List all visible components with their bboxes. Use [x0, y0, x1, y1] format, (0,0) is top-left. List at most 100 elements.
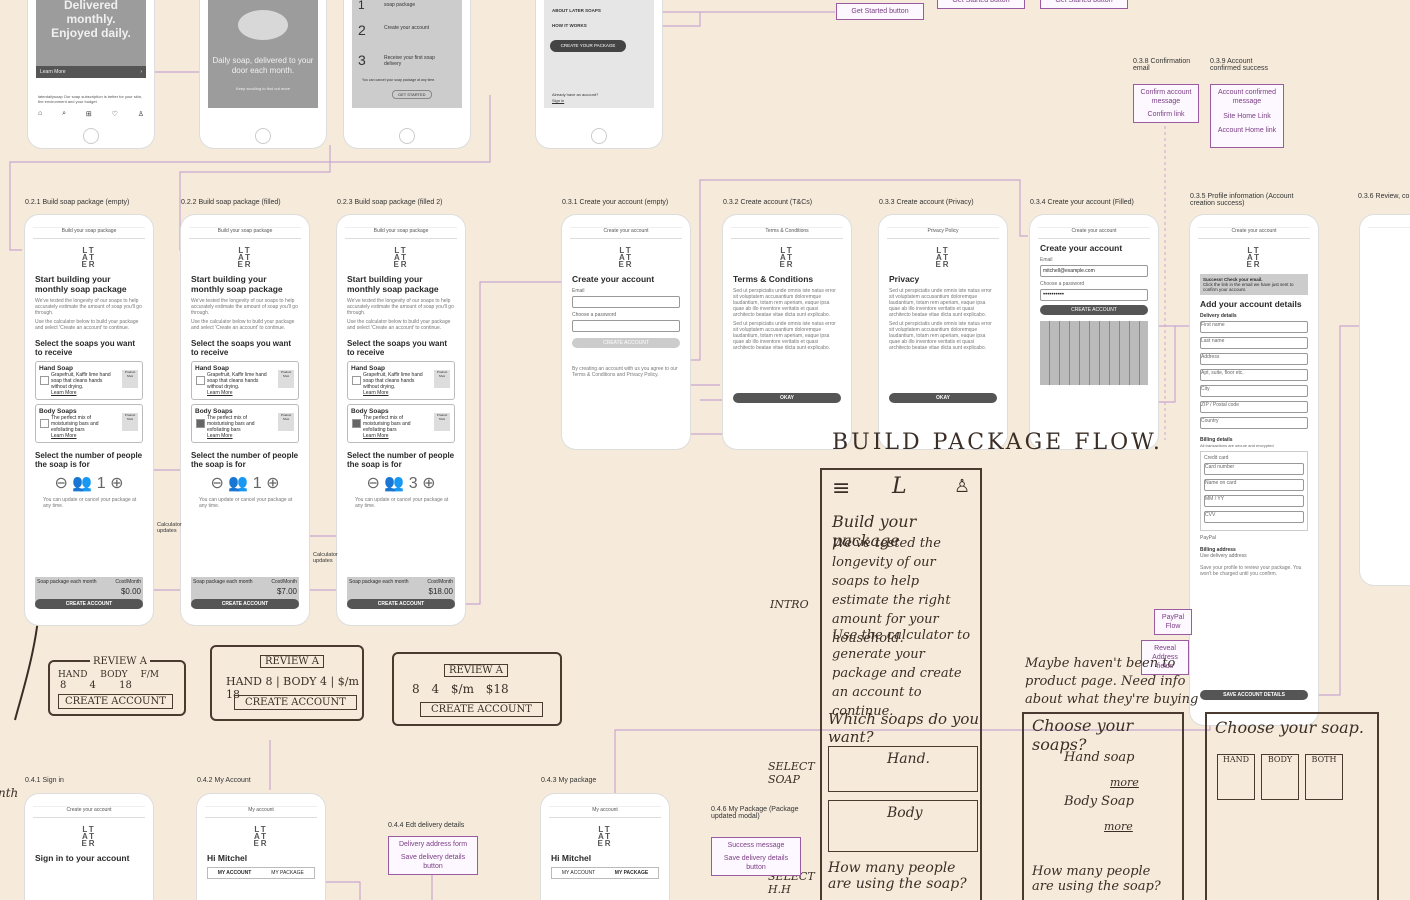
name-on-card-field[interactable]: Name on card: [1204, 479, 1304, 491]
checkbox[interactable]: [352, 376, 361, 385]
minus-icon[interactable]: ⊖: [366, 475, 380, 492]
sketch-options: HAND BODY BOTH: [1217, 754, 1343, 800]
checkbox[interactable]: [196, 376, 205, 385]
credit-card-radio[interactable]: Credit card: [1204, 455, 1229, 461]
city-field[interactable]: City: [1200, 385, 1308, 397]
use-delivery-checkbox[interactable]: Use delivery address: [1200, 553, 1247, 559]
address-field[interactable]: Address: [1200, 353, 1308, 365]
tab-my-package[interactable]: MY PACKAGE: [271, 870, 304, 876]
profile-icon[interactable]: ♙: [137, 111, 144, 118]
learn-more-bar[interactable]: Learn More›: [36, 66, 146, 78]
create-account-button[interactable]: CREATE ACCOUNT: [347, 599, 455, 609]
sketch-review1-line: HAND BODY F/M: [58, 670, 159, 680]
home-button[interactable]: [83, 128, 99, 144]
checkbox-checked[interactable]: [352, 419, 361, 428]
tab-my-account[interactable]: MY ACCOUNT: [561, 870, 596, 876]
sketch-review2-title: REVIEW A: [260, 655, 324, 668]
learn-more-link[interactable]: Learn More: [51, 433, 77, 439]
heart-icon[interactable]: ♡: [111, 111, 118, 118]
add-icon[interactable]: ⊞: [85, 111, 92, 118]
create-package-button[interactable]: CREATE YOUR PACKAGE: [550, 40, 626, 52]
label-022: 0.2.2 Build soap package (filled): [181, 199, 281, 206]
plus-icon[interactable]: ⊕: [422, 475, 436, 492]
label-043: 0.4.3 My package: [541, 777, 597, 784]
tab-my-package[interactable]: MY PACKAGE: [614, 870, 649, 876]
password-field[interactable]: [572, 320, 680, 332]
people-counter[interactable]: ⊖ 👥 1 ⊕: [54, 475, 124, 492]
minus-icon[interactable]: ⊖: [210, 475, 224, 492]
step-2: 2: [358, 22, 366, 38]
people-counter[interactable]: ⊖ 👥 3 ⊕: [366, 475, 436, 492]
learn-more-link[interactable]: Learn More: [51, 390, 77, 396]
plus-icon[interactable]: ⊕: [110, 475, 124, 492]
terms-text[interactable]: By creating an account with us you agree…: [572, 366, 678, 378]
menu-how[interactable]: HOW IT WORKS: [552, 23, 587, 28]
checkbox[interactable]: [40, 376, 49, 385]
minus-icon[interactable]: ⊖: [54, 475, 68, 492]
email-field[interactable]: [572, 296, 680, 308]
product-image: Product Shot: [278, 413, 294, 431]
card-desc: Grapefruit, Kaffir lime hand soap that c…: [51, 372, 111, 390]
summary-cost-label: Cost/Month: [271, 579, 297, 585]
country-select[interactable]: Country: [1200, 417, 1308, 429]
email-field[interactable]: mitchell@example.com: [1040, 265, 1148, 277]
cvv-field[interactable]: CVV: [1204, 511, 1304, 523]
card-number-field[interactable]: Card number: [1204, 463, 1304, 475]
expiry-field[interactable]: MM / YY: [1204, 495, 1304, 507]
apt-field[interactable]: Apt, suite, floor etc.: [1200, 369, 1308, 381]
tab-my-account[interactable]: MY ACCOUNT: [217, 870, 252, 876]
get-started-button[interactable]: GET STARTED: [392, 90, 432, 99]
learn-more-link[interactable]: Learn More: [363, 390, 389, 396]
section-title: Select the soaps you want to receive: [347, 339, 448, 357]
search-icon[interactable]: ⌕: [62, 110, 66, 117]
first-name-field[interactable]: First name: [1200, 321, 1308, 333]
label-035: 0.3.5 Profile information (Account creat…: [1190, 193, 1294, 207]
sketch-menu-icon: ≡: [832, 476, 851, 501]
menu-about[interactable]: ABOUT LATER SOAPS: [552, 8, 601, 13]
learn-more-link[interactable]: Learn More: [207, 433, 233, 439]
sketch-review2-cta: CREATE ACCOUNT: [234, 695, 357, 710]
signin-link[interactable]: Sign in: [552, 98, 565, 103]
label-042: 0.4.2 My Account: [197, 777, 251, 784]
step-1-label: soap package: [384, 2, 416, 8]
password-field[interactable]: ••••••••••: [1040, 289, 1148, 301]
home-button[interactable]: [591, 128, 607, 144]
home-button[interactable]: [255, 128, 271, 144]
keyboard[interactable]: [1040, 321, 1148, 385]
create-account-button[interactable]: CREATE ACCOUNT: [572, 338, 680, 348]
plus-icon[interactable]: ⊕: [266, 475, 280, 492]
okay-button[interactable]: OKAY: [889, 393, 997, 403]
step-3-label: Receive your first soap delivery: [384, 55, 435, 67]
create-account-button[interactable]: CREATE ACCOUNT: [35, 599, 143, 609]
save-account-button[interactable]: SAVE ACCOUNT DETAILS: [1200, 690, 1308, 700]
home-icon[interactable]: ⌂: [38, 110, 43, 117]
okay-button[interactable]: OKAY: [733, 393, 841, 403]
create-account-button[interactable]: CREATE ACCOUNT: [191, 599, 299, 609]
checkbox-checked[interactable]: [196, 419, 205, 428]
home-button[interactable]: [399, 128, 415, 144]
checkbox[interactable]: [40, 419, 49, 428]
paypal-radio[interactable]: PayPal: [1200, 535, 1216, 541]
people-counter[interactable]: ⊖ 👥 1 ⊕: [210, 475, 280, 492]
sketch-review-1: REVIEW A HAND BODY F/M 8 4 18 CREATE ACC…: [48, 656, 186, 716]
step-3: 3: [358, 52, 366, 68]
learn-more-link[interactable]: Learn More: [207, 390, 233, 396]
learn-more-link[interactable]: Learn More: [363, 433, 389, 439]
sketch-more-1: more: [1110, 776, 1139, 789]
zip-field[interactable]: ZIP / Postal code: [1200, 401, 1308, 413]
account-tabs: MY ACCOUNT MY PACKAGE: [551, 867, 659, 879]
create-account-button[interactable]: CREATE ACCOUNT: [1040, 305, 1148, 315]
sketch-title: Build your package: [832, 512, 917, 550]
last-name-field[interactable]: Last name: [1200, 337, 1308, 349]
total-cost: $7.00: [276, 587, 297, 596]
